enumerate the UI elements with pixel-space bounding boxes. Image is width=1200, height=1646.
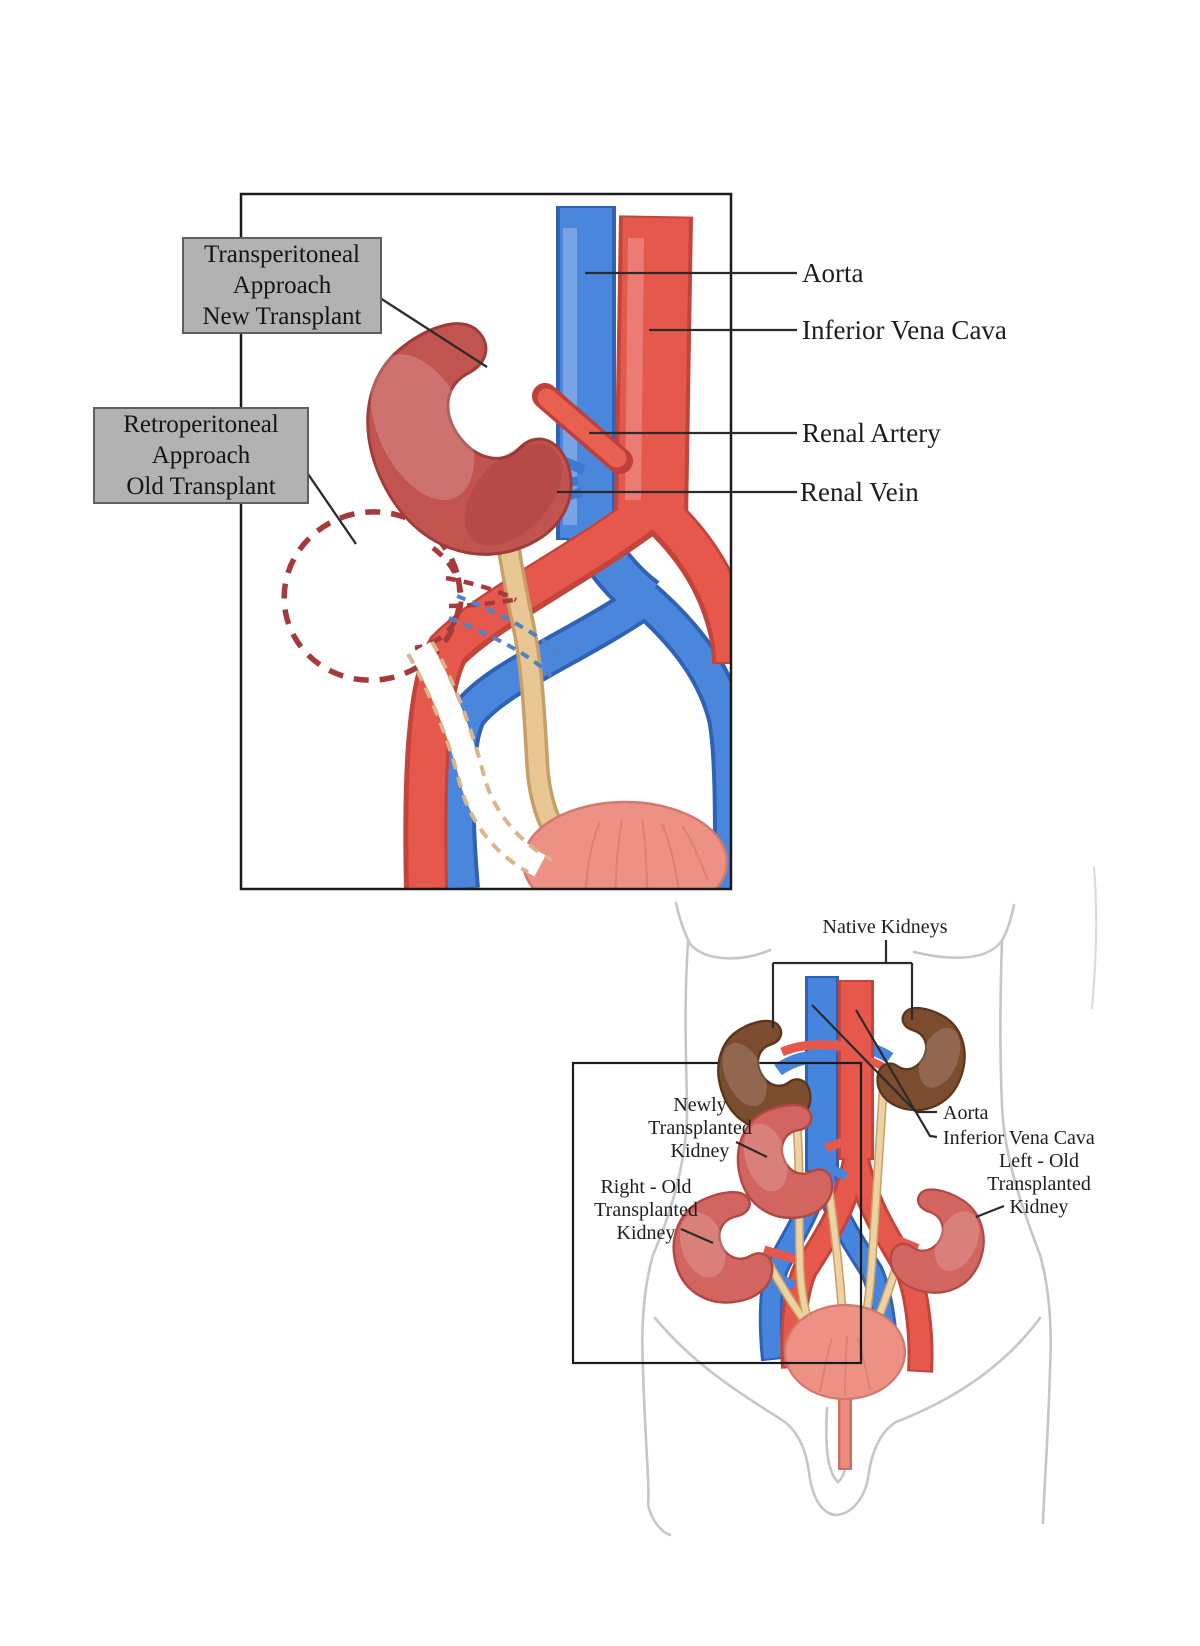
native-kidney-right (868, 999, 981, 1126)
figure-bottom-leader-lines (680, 940, 1005, 1245)
label-aorta-top: Aorta (802, 258, 864, 288)
label-line: Kidney (670, 1140, 730, 1162)
leader-ivc-bottom (855, 1009, 938, 1139)
figure-bottom-illustration (571, 867, 1098, 1537)
label-inferior-vena-cava-top: Inferior Vena Cava (802, 315, 1007, 345)
leader-newly-transplanted (735, 1141, 768, 1158)
right-old-transplanted-kidney (658, 1183, 781, 1318)
top-red-vessel (403, 215, 730, 888)
leader-right-old (680, 1227, 714, 1245)
label-line: Transplanted (594, 1199, 698, 1221)
body-outline (641, 867, 1098, 1537)
leader-retroperitoneal (307, 473, 357, 545)
label-line: Kidney (1009, 1196, 1069, 1218)
figure-top-illustration (239, 192, 797, 891)
label-newly-transplanted-kidney: Newly Transplanted Kidney (640, 1094, 760, 1163)
callout-line: Transperitoneal (204, 241, 360, 268)
leader-transperitoneal (379, 297, 488, 368)
top-old-transplant-dashed (281, 509, 568, 877)
label-native-kidneys: Native Kidneys (822, 916, 948, 938)
leader-left-old (975, 1204, 1005, 1219)
top-blue-vessel (437, 206, 730, 888)
top-transplant-kidney (323, 303, 597, 596)
callout-line: Approach (151, 442, 251, 469)
label-left-old-transplanted-kidney: Left - Old Transplanted Kidney (978, 1150, 1100, 1219)
callout-line: New Transplant (202, 303, 362, 330)
figure-top-leader-lines (307, 271, 797, 545)
figure-top-frame (239, 192, 733, 891)
callout-line: Old Transplant (126, 473, 276, 500)
label-aorta-bottom: Aorta (943, 1102, 989, 1124)
callout-line: Retroperitoneal (123, 411, 279, 438)
native-kidney-left (700, 1011, 821, 1147)
callout-line: Approach (232, 272, 332, 299)
label-line: Newly (673, 1094, 727, 1116)
label-inferior-vena-cava-bottom: Inferior Vena Cava (943, 1127, 1095, 1149)
label-line: Transplanted (648, 1117, 752, 1139)
label-renal-artery: Renal Artery (802, 418, 941, 448)
label-line: Left - Old (999, 1150, 1079, 1172)
callout-retroperitoneal-approach: Retroperitoneal Approach Old Transplant (93, 407, 309, 504)
figure-top-anatomy (281, 206, 730, 888)
label-line: Kidney (616, 1222, 676, 1244)
label-line: Right - Old (600, 1176, 692, 1198)
top-renal-artery-tube (532, 383, 633, 474)
callout-transperitoneal-approach: Transperitoneal Approach New Transplant (182, 237, 382, 334)
label-line: Transplanted (987, 1173, 1091, 1195)
left-old-transplanted-kidney (880, 1180, 1002, 1310)
bottom-bladder (783, 1303, 907, 1470)
label-renal-vein: Renal Vein (800, 477, 919, 507)
top-bladder (521, 800, 729, 888)
label-right-old-transplanted-kidney: Right - Old Transplanted Kidney (586, 1176, 706, 1245)
figure-bottom-frame (571, 1061, 863, 1365)
